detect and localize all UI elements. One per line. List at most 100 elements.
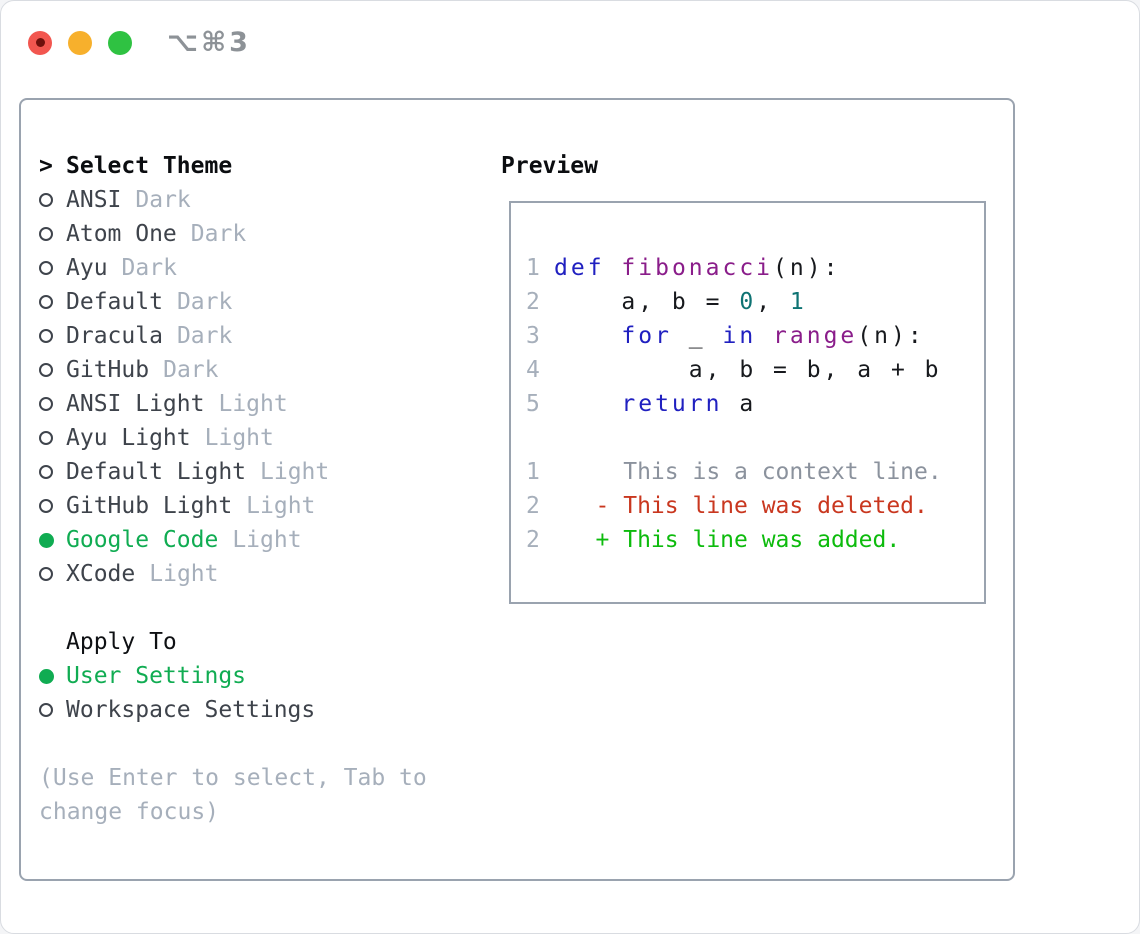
hint-text: (Use Enter to select, Tab to [39, 765, 427, 791]
theme-option-github-light[interactable]: GitHub Light Light [39, 489, 427, 523]
radio-selected-icon [39, 532, 66, 548]
code-token: (n): [773, 255, 841, 281]
line-number: 2 [526, 493, 540, 519]
theme-option-google-code[interactable]: Google Code Light [39, 523, 427, 557]
close-button[interactable] [28, 30, 52, 55]
code-token: for [621, 323, 672, 349]
code-token: _ [671, 323, 723, 349]
theme-variant-tag: Light [204, 425, 274, 451]
zoom-button[interactable] [108, 30, 132, 55]
keyboard-hint-line-2: change focus) [39, 795, 427, 829]
line-number: 1 [526, 255, 540, 281]
apply-to-header: Apply To [39, 625, 427, 659]
code-token: a, b = [554, 289, 740, 315]
select-theme-title: Select Theme [66, 153, 233, 179]
apply-option-workspace-settings[interactable]: Workspace Settings [39, 693, 427, 727]
theme-option-default-light[interactable]: Default Light Light [39, 455, 427, 489]
diff-context-line: 1 This is a context line. [526, 455, 984, 489]
diff-context-text: This is a context line. [554, 459, 942, 485]
theme-name: Dracula [66, 323, 163, 349]
theme-option-ayu-light[interactable]: Ayu Light Light [39, 421, 427, 455]
theme-option-ansi-light[interactable]: ANSI Light Light [39, 387, 427, 421]
code-token: in [722, 323, 757, 349]
diff-added-text: + This line was added. [554, 527, 901, 553]
code-token: (n): [857, 323, 925, 349]
spacer [39, 591, 427, 625]
select-theme-header: > Select Theme [39, 149, 427, 183]
theme-name: Ayu Light [66, 425, 191, 451]
spacer [39, 727, 427, 761]
code-token: 1 [789, 289, 807, 315]
line-number: 5 [526, 391, 540, 417]
diff-deleted-line: 2 - This line was deleted. [526, 489, 984, 523]
theme-variant-tag: Dark [163, 357, 219, 383]
apply-option-label: Workspace Settings [66, 697, 316, 723]
radio-icon [39, 329, 66, 343]
code-line: 2 a, b = 0, 1 [526, 285, 984, 319]
theme-selector-panel: > Select Theme ANSI Dark Atom One Dark A… [19, 98, 1015, 881]
code-line-blank [526, 421, 984, 455]
code-token [756, 323, 773, 349]
apply-option-user-settings[interactable]: User Settings [39, 659, 427, 693]
theme-name: Google Code [66, 527, 219, 553]
radio-icon [39, 431, 66, 445]
code-token: a [722, 391, 757, 417]
theme-name: Ayu [66, 255, 108, 281]
window-shortcut-label: ⌥⌘3 [167, 27, 251, 58]
theme-option-dracula[interactable]: Dracula Dark [39, 319, 427, 353]
radio-icon [39, 295, 66, 309]
preview-title: Preview [501, 153, 598, 179]
radio-selected-icon [39, 668, 66, 684]
radio-icon [39, 193, 66, 207]
theme-option-xcode[interactable]: XCode Light [39, 557, 427, 591]
apply-option-label: User Settings [66, 663, 247, 689]
radio-icon [39, 567, 66, 581]
diff-added-line: 2 + This line was added. [526, 523, 984, 557]
code-line: 5 return a [526, 387, 984, 421]
theme-name: ANSI [66, 187, 122, 213]
theme-variant-tag: Dark [121, 255, 177, 281]
radio-icon [39, 397, 66, 411]
radio-icon [39, 227, 66, 241]
theme-name: Default [66, 289, 163, 315]
theme-name: GitHub [66, 357, 150, 383]
theme-option-ayu[interactable]: Ayu Dark [39, 251, 427, 285]
theme-option-default[interactable]: Default Dark [39, 285, 427, 319]
line-number: 2 [526, 527, 540, 553]
radio-icon [39, 363, 66, 377]
keyboard-hint-line-1: (Use Enter to select, Tab to [39, 761, 427, 795]
theme-option-github[interactable]: GitHub Dark [39, 353, 427, 387]
code-token: return [621, 391, 723, 417]
code-token: a, b = b, a + b [554, 357, 942, 383]
theme-variant-tag: Light [232, 527, 302, 553]
code-line: 4 a, b = b, a + b [526, 353, 984, 387]
theme-name: Atom One [66, 221, 177, 247]
radio-icon [39, 261, 66, 275]
focus-prompt-icon: > [39, 153, 53, 179]
apply-to-title: Apply To [66, 629, 177, 655]
theme-variant-tag: Light [218, 391, 288, 417]
line-number: 1 [526, 459, 540, 485]
theme-variant-tag: Dark [176, 289, 233, 315]
theme-variant-tag: Dark [190, 221, 247, 247]
theme-name: ANSI Light [66, 391, 205, 417]
code-token: , [756, 289, 790, 315]
radio-icon [39, 703, 66, 717]
line-number: 2 [526, 289, 540, 315]
code-token [605, 255, 622, 281]
theme-name: GitHub Light [66, 493, 233, 519]
theme-name: Default Light [66, 459, 247, 485]
theme-name: XCode [66, 561, 136, 587]
theme-option-atom-one[interactable]: Atom One Dark [39, 217, 427, 251]
line-number: 3 [526, 323, 540, 349]
code-token: range [773, 323, 858, 349]
theme-variant-tag: Dark [135, 187, 191, 213]
code-token: def [554, 255, 605, 281]
minimize-button[interactable] [68, 30, 92, 55]
theme-option-ansi[interactable]: ANSI Dark [39, 183, 427, 217]
code-line: 3 for _ in range(n): [526, 319, 984, 353]
